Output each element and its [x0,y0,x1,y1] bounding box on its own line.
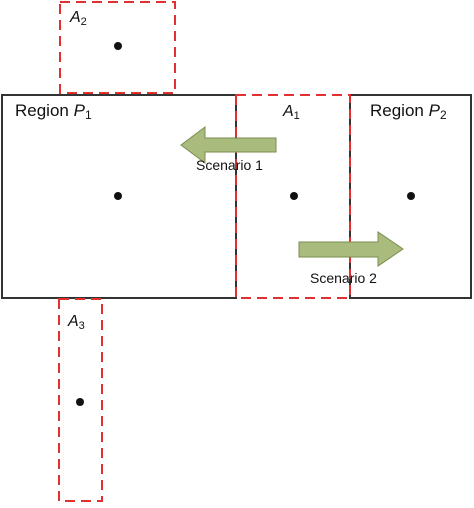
area-a1-label: A1 [282,103,300,122]
area-a2-point [114,42,122,50]
region-p1-point [114,192,122,200]
area-a2-label: A2 [69,9,87,28]
area-a3-box [58,298,103,502]
area-a3-point [76,398,84,406]
scenario-2-label: Scenario 2 [310,270,377,286]
region-p2-label: Region P2 [370,101,447,122]
scenario-2-arrow [298,231,404,267]
area-a1-box [235,94,351,299]
area-a2-box [59,1,176,94]
area-a1-point [290,192,298,200]
region-p2-point [407,192,415,200]
scenario-1-arrow [180,126,277,164]
area-a3-label: A3 [67,313,85,332]
scenario-1-label: Scenario 1 [196,157,263,173]
region-p1-label: Region P1 [15,101,92,122]
